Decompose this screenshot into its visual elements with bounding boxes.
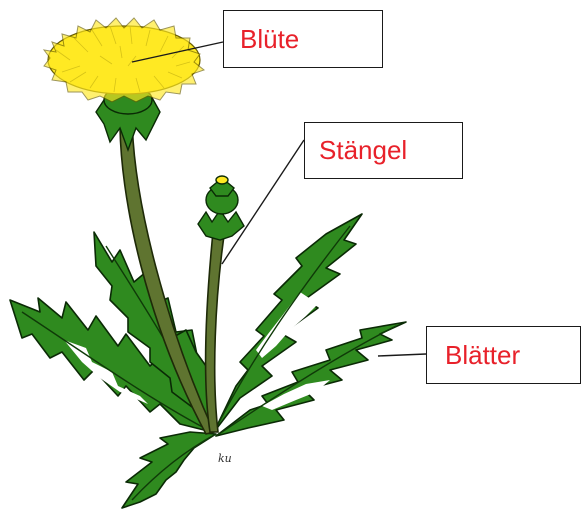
label-leaves-text: Blätter xyxy=(445,340,520,371)
label-flower: Blüte xyxy=(223,10,383,68)
label-stem: Stängel xyxy=(304,122,463,179)
flower-head xyxy=(44,18,204,102)
label-stem-text: Stängel xyxy=(319,135,407,166)
bud-stem xyxy=(206,222,226,432)
label-leaves: Blätter xyxy=(426,326,581,384)
leader-line-leaves xyxy=(378,354,426,356)
label-flower-text: Blüte xyxy=(240,24,299,55)
flower-bud xyxy=(198,176,244,240)
artist-signature: ku xyxy=(218,452,232,465)
